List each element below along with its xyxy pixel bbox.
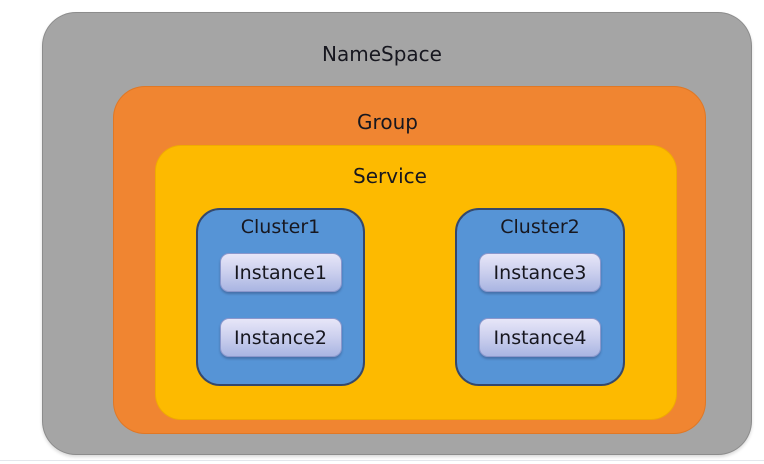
cluster1-box: Cluster1 Instance1 Instance2: [196, 208, 365, 386]
instance3-box: Instance3: [479, 253, 601, 292]
instance2-box: Instance2: [219, 318, 342, 357]
cluster2-box: Cluster2 Instance3 Instance4: [455, 208, 625, 386]
group-box: Group Service Cluster1 Instance1 Instanc…: [113, 86, 706, 434]
instance4-box: Instance4: [479, 318, 601, 357]
namespace-box: NameSpace Group Service Cluster1 Instanc…: [42, 12, 752, 455]
group-label: Group: [357, 110, 418, 134]
instance1-box: Instance1: [219, 253, 342, 292]
cluster2-label: Cluster2: [500, 216, 580, 238]
service-box: Service Cluster1 Instance1 Instance2 Clu…: [155, 145, 677, 420]
service-label: Service: [353, 164, 427, 188]
cluster1-label: Cluster1: [240, 216, 321, 238]
namespace-label: NameSpace: [322, 42, 442, 66]
page-bottom-divider: [0, 460, 764, 461]
